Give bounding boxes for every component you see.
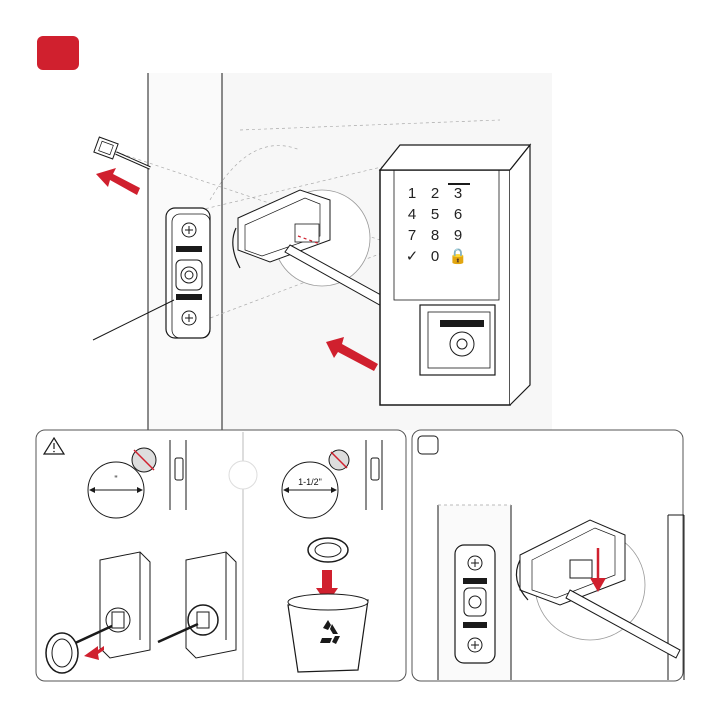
keypad-key: 3 xyxy=(454,185,462,202)
keypad-key: 0 xyxy=(431,248,439,265)
cable-connector-icon xyxy=(94,137,150,168)
keypad-key: 2 xyxy=(431,185,439,202)
divider-node xyxy=(229,461,257,489)
right-panel-badge xyxy=(418,436,438,454)
keypad-key: 8 xyxy=(431,227,439,244)
right-measure-label: 1-1/2" xyxy=(298,477,322,487)
trash-bin xyxy=(288,594,368,672)
arrow-pull-cable xyxy=(96,168,140,195)
keypad-key: 🔒 xyxy=(449,248,468,265)
keypad-key: 4 xyxy=(408,206,416,223)
keyway-housing xyxy=(420,305,495,375)
keypad-key: 9 xyxy=(454,227,462,244)
keypad-key: ✓ xyxy=(406,248,419,265)
keypad-key: 1 xyxy=(408,185,416,202)
step-badge xyxy=(37,36,79,70)
keypad-key: 6 xyxy=(454,206,462,223)
interior-plate-detail xyxy=(455,545,495,663)
left-measure-label: " xyxy=(114,474,117,484)
interior-plate-icon xyxy=(166,208,210,338)
keypad-key: 7 xyxy=(408,227,416,244)
keypad-key: 5 xyxy=(431,206,439,223)
